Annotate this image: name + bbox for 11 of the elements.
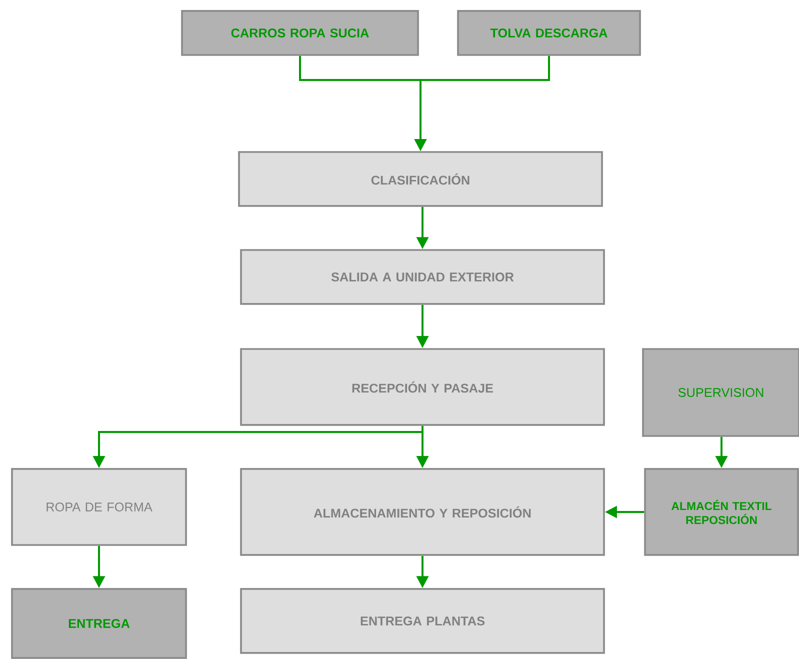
process-box: ENTREGA PLANTAS <box>240 588 605 654</box>
process-box: RECEPCIÓN Y PASAJE <box>240 348 605 426</box>
process-box: ROPA DE FORMA <box>11 468 187 546</box>
process-box: ENTREGA <box>11 588 187 659</box>
process-box: CLASIFICACIÓN <box>238 151 603 207</box>
process-box: ALMACENAMIENTO Y REPOSICIÓN <box>240 468 605 556</box>
process-box: TOLVA DESCARGA <box>457 10 641 56</box>
process-box: CARROS ROPA SUCIA <box>181 10 419 56</box>
process-box: SUPERVISION <box>642 348 799 437</box>
process-box: SALIDA A UNIDAD EXTERIOR <box>240 249 605 305</box>
process-box: ALMACÉN TEXTIL REPOSICIÓN <box>644 468 799 556</box>
